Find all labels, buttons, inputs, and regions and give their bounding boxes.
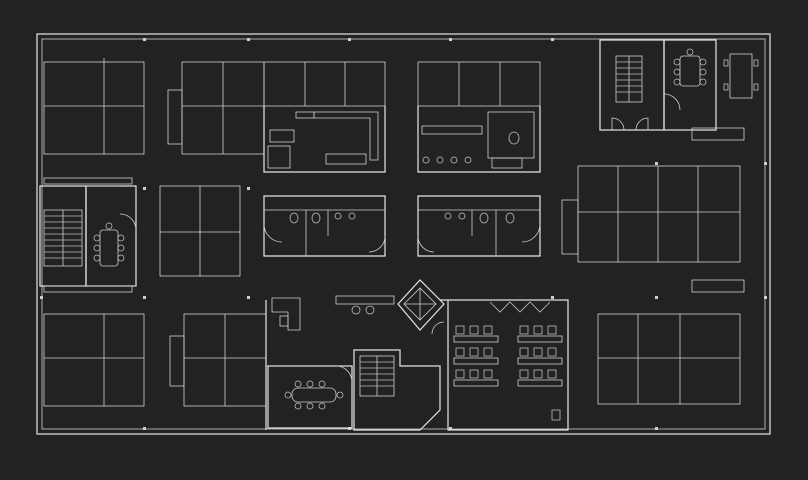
conference-bottom-center bbox=[267, 365, 353, 429]
pod-bottom-right bbox=[597, 313, 741, 405]
stair-top-right bbox=[599, 39, 665, 131]
table-top-right bbox=[723, 53, 759, 99]
pod-top-center-left bbox=[167, 61, 265, 155]
interior-partitions bbox=[265, 299, 448, 430]
pod-top-center bbox=[263, 61, 386, 107]
pod-mid-right bbox=[561, 165, 741, 263]
pod-top-kitchen-right bbox=[417, 61, 541, 107]
conference-top-right bbox=[663, 39, 717, 131]
stair-center bbox=[353, 349, 441, 431]
reception-desk bbox=[271, 297, 301, 331]
stair-left bbox=[39, 185, 87, 287]
counter-mid-right bbox=[691, 279, 745, 293]
kitchen-right bbox=[417, 106, 541, 173]
restrooms-right bbox=[417, 195, 541, 257]
kitchen-top-center bbox=[263, 106, 386, 173]
elevator-center bbox=[397, 279, 445, 335]
counter-top-right bbox=[691, 127, 745, 141]
corridor-left-markings bbox=[43, 177, 133, 293]
kitchenette-center bbox=[335, 295, 395, 315]
classroom-bottom-center bbox=[447, 299, 569, 431]
pod-bottom-center-left bbox=[169, 313, 267, 407]
pod-top-left bbox=[43, 58, 145, 155]
restrooms-left bbox=[263, 195, 386, 257]
pod-bottom-left bbox=[43, 313, 145, 407]
conference-left bbox=[85, 185, 137, 287]
exterior-wall bbox=[36, 33, 771, 435]
pod-mid-left bbox=[159, 185, 241, 277]
